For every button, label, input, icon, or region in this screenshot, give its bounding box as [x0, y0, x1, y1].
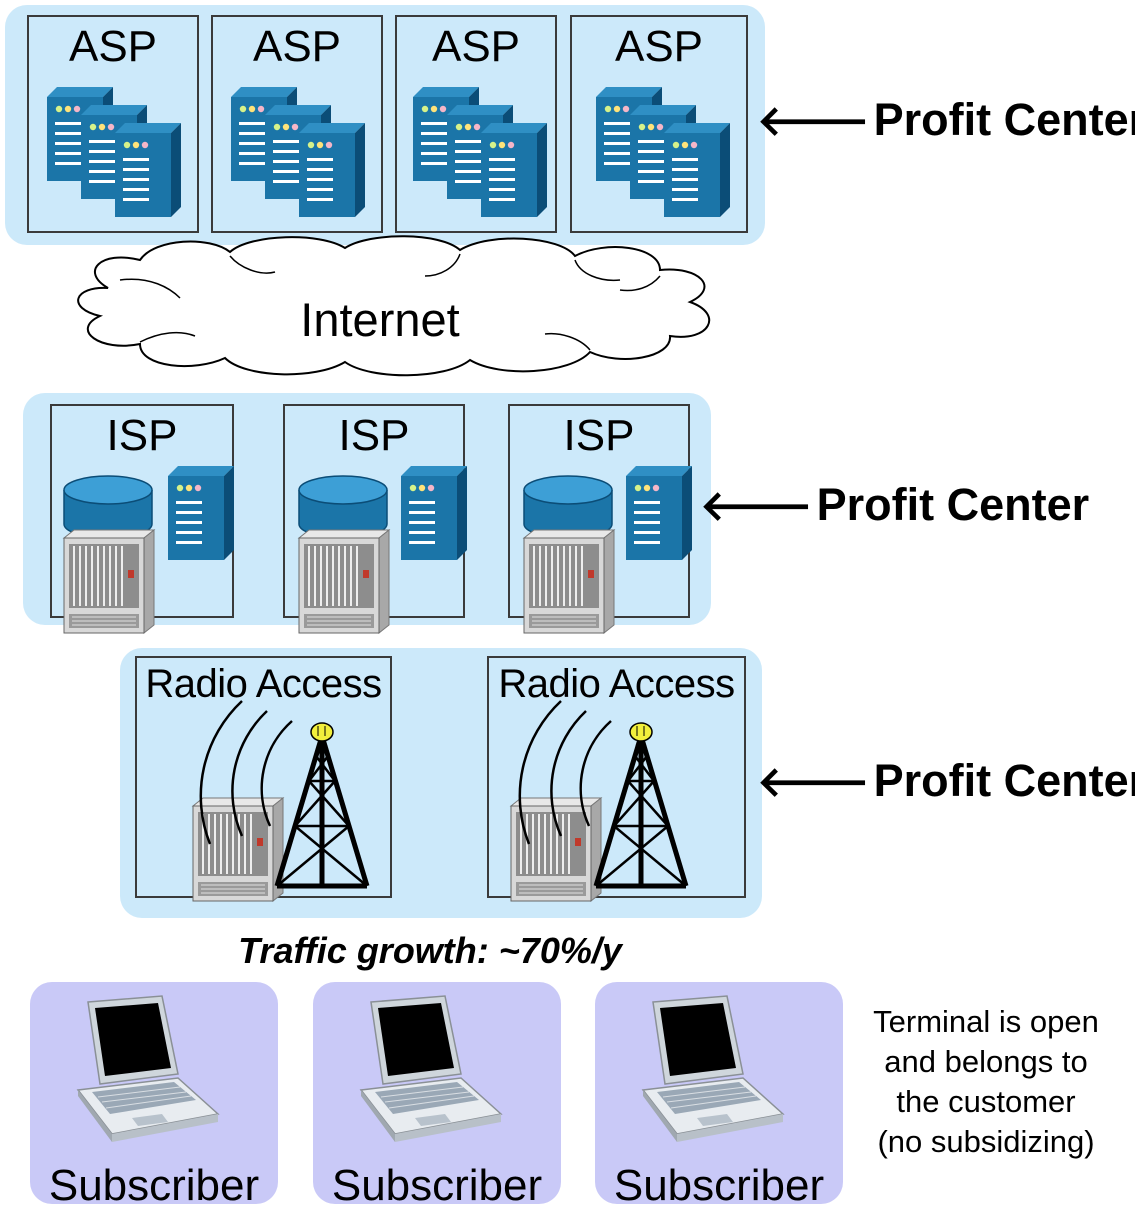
asp-label: ASP: [252, 22, 342, 71]
radio-access-box: Radio Access: [135, 656, 392, 902]
subscriber-card: Subscriber: [313, 982, 561, 1208]
server-stack-icon: [413, 87, 547, 217]
rack-icon: [63, 529, 155, 634]
arrow-left-icon: 🡐: [700, 482, 813, 529]
asp-label: ASP: [431, 22, 521, 71]
server-icon: [168, 466, 234, 560]
asp-box: ASP: [211, 15, 383, 233]
isp-box: ISP: [283, 404, 467, 634]
laptop-icon: [77, 995, 219, 1143]
subscriber-label: Subscriber: [48, 1161, 260, 1210]
isp-profit-center-label: 🡐Profit Center: [700, 479, 1090, 530]
subscriber-card: Subscriber: [595, 982, 843, 1208]
note-line: (no subsidizing): [877, 1124, 1095, 1159]
rack-icon: [510, 797, 602, 902]
isp-box: ISP: [508, 404, 692, 634]
server-stack-icon: [231, 87, 365, 217]
note-line: and belongs to: [884, 1044, 1088, 1079]
arrow-left-icon: 🡐: [757, 97, 870, 144]
traffic-growth-label: Traffic growth: ~70%/y: [238, 930, 622, 971]
server-icon: [401, 466, 467, 560]
terminal-note: Terminal is open and belongs to the cust…: [846, 1002, 1126, 1162]
radio-tower-icon: [641, 726, 701, 896]
isp-label: ISP: [338, 411, 410, 460]
asp-label: ASP: [68, 22, 158, 71]
radio-profit-center-label: 🡐Profit Center: [757, 755, 1135, 806]
subscriber-label: Subscriber: [613, 1161, 825, 1210]
radio-access-label: Radio Access: [145, 662, 382, 706]
internet-label: Internet: [300, 293, 460, 346]
asp-box: ASP: [27, 15, 199, 233]
laptop-icon: [360, 995, 502, 1143]
server-stack-icon: [47, 87, 181, 217]
radio-tower-icon: [322, 726, 382, 896]
asp-label: ASP: [614, 22, 704, 71]
rack-icon: [192, 797, 284, 902]
arrow-left-icon: 🡐: [757, 758, 870, 805]
note-line: the customer: [896, 1084, 1076, 1119]
asp-profit-center-label: 🡐Profit Center: [757, 94, 1135, 145]
internet-cloud-icon: [77, 235, 711, 377]
note-line: Terminal is open: [873, 1004, 1099, 1039]
asp-box: ASP: [570, 15, 748, 233]
isp-label: ISP: [563, 411, 635, 460]
subscriber-label: Subscriber: [331, 1161, 543, 1210]
subscriber-card: Subscriber: [30, 982, 278, 1208]
server-icon: [626, 466, 692, 560]
laptop-icon: [642, 995, 784, 1143]
isp-label: ISP: [106, 411, 178, 460]
radio-access-box: Radio Access: [487, 656, 746, 902]
radio-access-label: Radio Access: [498, 662, 735, 706]
asp-box: ASP: [395, 15, 557, 233]
rack-icon: [523, 529, 615, 634]
isp-box: ISP: [50, 404, 234, 634]
rack-icon: [298, 529, 390, 634]
server-stack-icon: [596, 87, 730, 217]
